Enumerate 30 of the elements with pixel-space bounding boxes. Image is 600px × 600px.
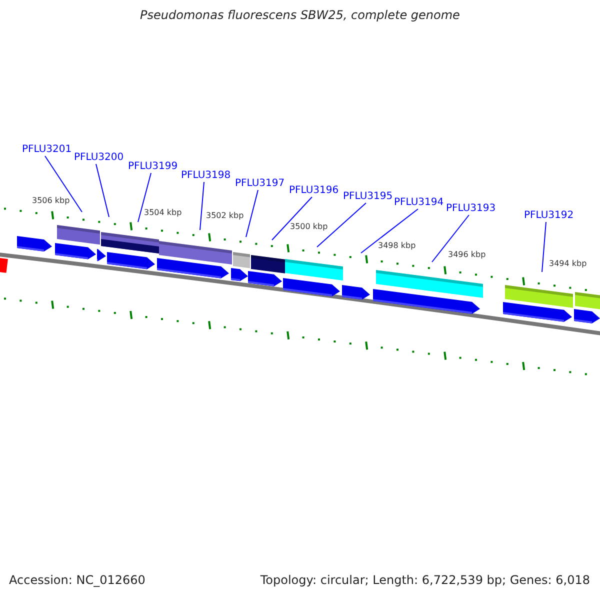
leader-line bbox=[44, 156, 82, 212]
genome-summary-text: Topology: circular; Length: 6,722,539 bp; Genes: 6,018 bbox=[260, 574, 590, 586]
position-label: 3496 kbp bbox=[448, 251, 486, 259]
leader-line bbox=[316, 202, 366, 248]
leader-line bbox=[542, 222, 546, 272]
map-title: Pseudomonas fluorescens SBW25, complete genome bbox=[139, 9, 461, 21]
gene-label: PFLU3198 bbox=[181, 170, 231, 182]
leader-line bbox=[200, 182, 204, 230]
gene-label: PFLU3193 bbox=[446, 203, 496, 215]
position-label: 3494 kbp bbox=[549, 260, 587, 268]
gene-label: PFLU3196 bbox=[289, 185, 339, 197]
gene-label: PFLU3197 bbox=[235, 178, 285, 190]
leader-line bbox=[138, 172, 152, 222]
gene-label: PFLU3195 bbox=[343, 191, 393, 203]
leader-line bbox=[96, 164, 110, 218]
gene-label: PFLU3192 bbox=[524, 210, 574, 222]
leader-line bbox=[246, 190, 258, 238]
leader-line bbox=[360, 208, 418, 254]
gene-label: PFLU3201 bbox=[22, 144, 72, 156]
gene-label: PFLU3199 bbox=[128, 161, 178, 173]
gene-label: PFLU3194 bbox=[394, 197, 444, 209]
leader-line bbox=[432, 214, 470, 262]
position-label: 3506 kbp bbox=[32, 197, 70, 205]
position-label: 3504 kbp bbox=[144, 209, 182, 217]
accession-text: Accession: NC_012660 bbox=[9, 574, 146, 586]
leader-line bbox=[272, 196, 312, 240]
position-label: 3498 kbp bbox=[378, 242, 416, 250]
position-label: 3502 kbp bbox=[206, 212, 244, 220]
gene-label: PFLU3200 bbox=[74, 152, 124, 164]
position-label: 3500 kbp bbox=[290, 223, 328, 231]
